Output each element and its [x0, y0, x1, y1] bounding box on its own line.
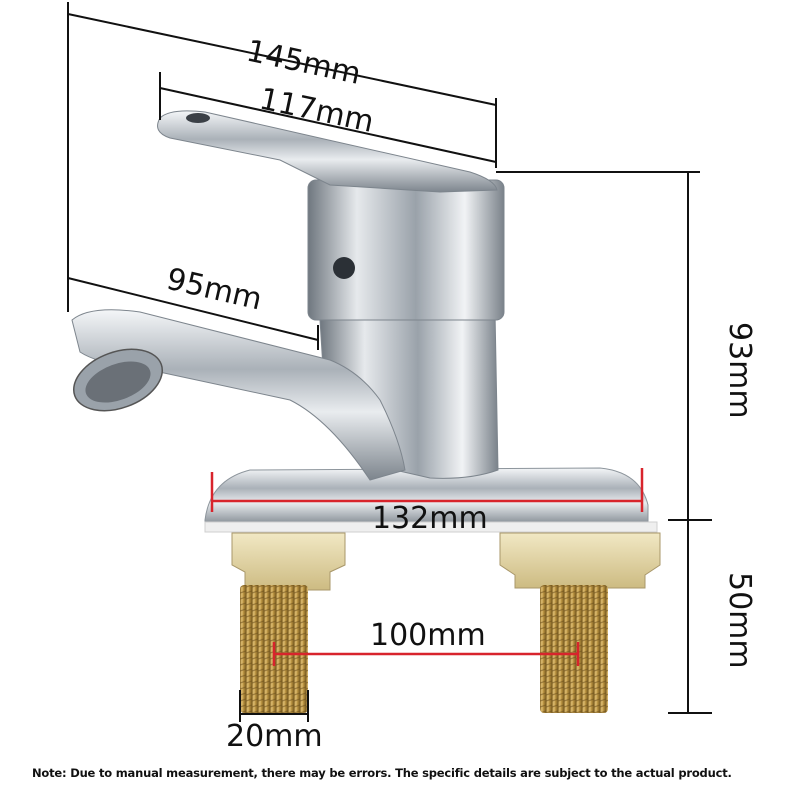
dim-handle-line	[159, 87, 497, 163]
handle-cap	[186, 113, 210, 123]
faucet-handle	[157, 110, 498, 193]
base-gasket	[204, 521, 658, 533]
faucet-base-plate	[204, 467, 649, 527]
dim-overall-line	[67, 13, 497, 106]
right-brass-shank	[540, 585, 608, 713]
dimension-lines	[67, 2, 712, 722]
label-body-height: 93mm	[722, 322, 757, 419]
left-mounting-nut	[231, 532, 346, 591]
label-shank-diameter: 20mm	[226, 719, 323, 754]
label-shank-spacing: 100mm	[370, 618, 486, 653]
label-base-width: 132mm	[372, 501, 488, 536]
faucet-cartridge	[307, 179, 505, 321]
highlight-lines	[210, 468, 644, 666]
aerator-mesh	[85, 361, 151, 403]
label-overall-length: 145mm	[243, 34, 363, 92]
right-mounting-nut	[499, 532, 661, 589]
label-spout-reach: 95mm	[163, 262, 265, 318]
measurement-note: Note: Due to manual measurement, there m…	[32, 766, 732, 780]
cartridge-hole	[333, 257, 355, 279]
dim-spout-line	[67, 277, 319, 341]
faucet-image	[71, 110, 661, 713]
label-shank-length: 50mm	[722, 572, 757, 669]
